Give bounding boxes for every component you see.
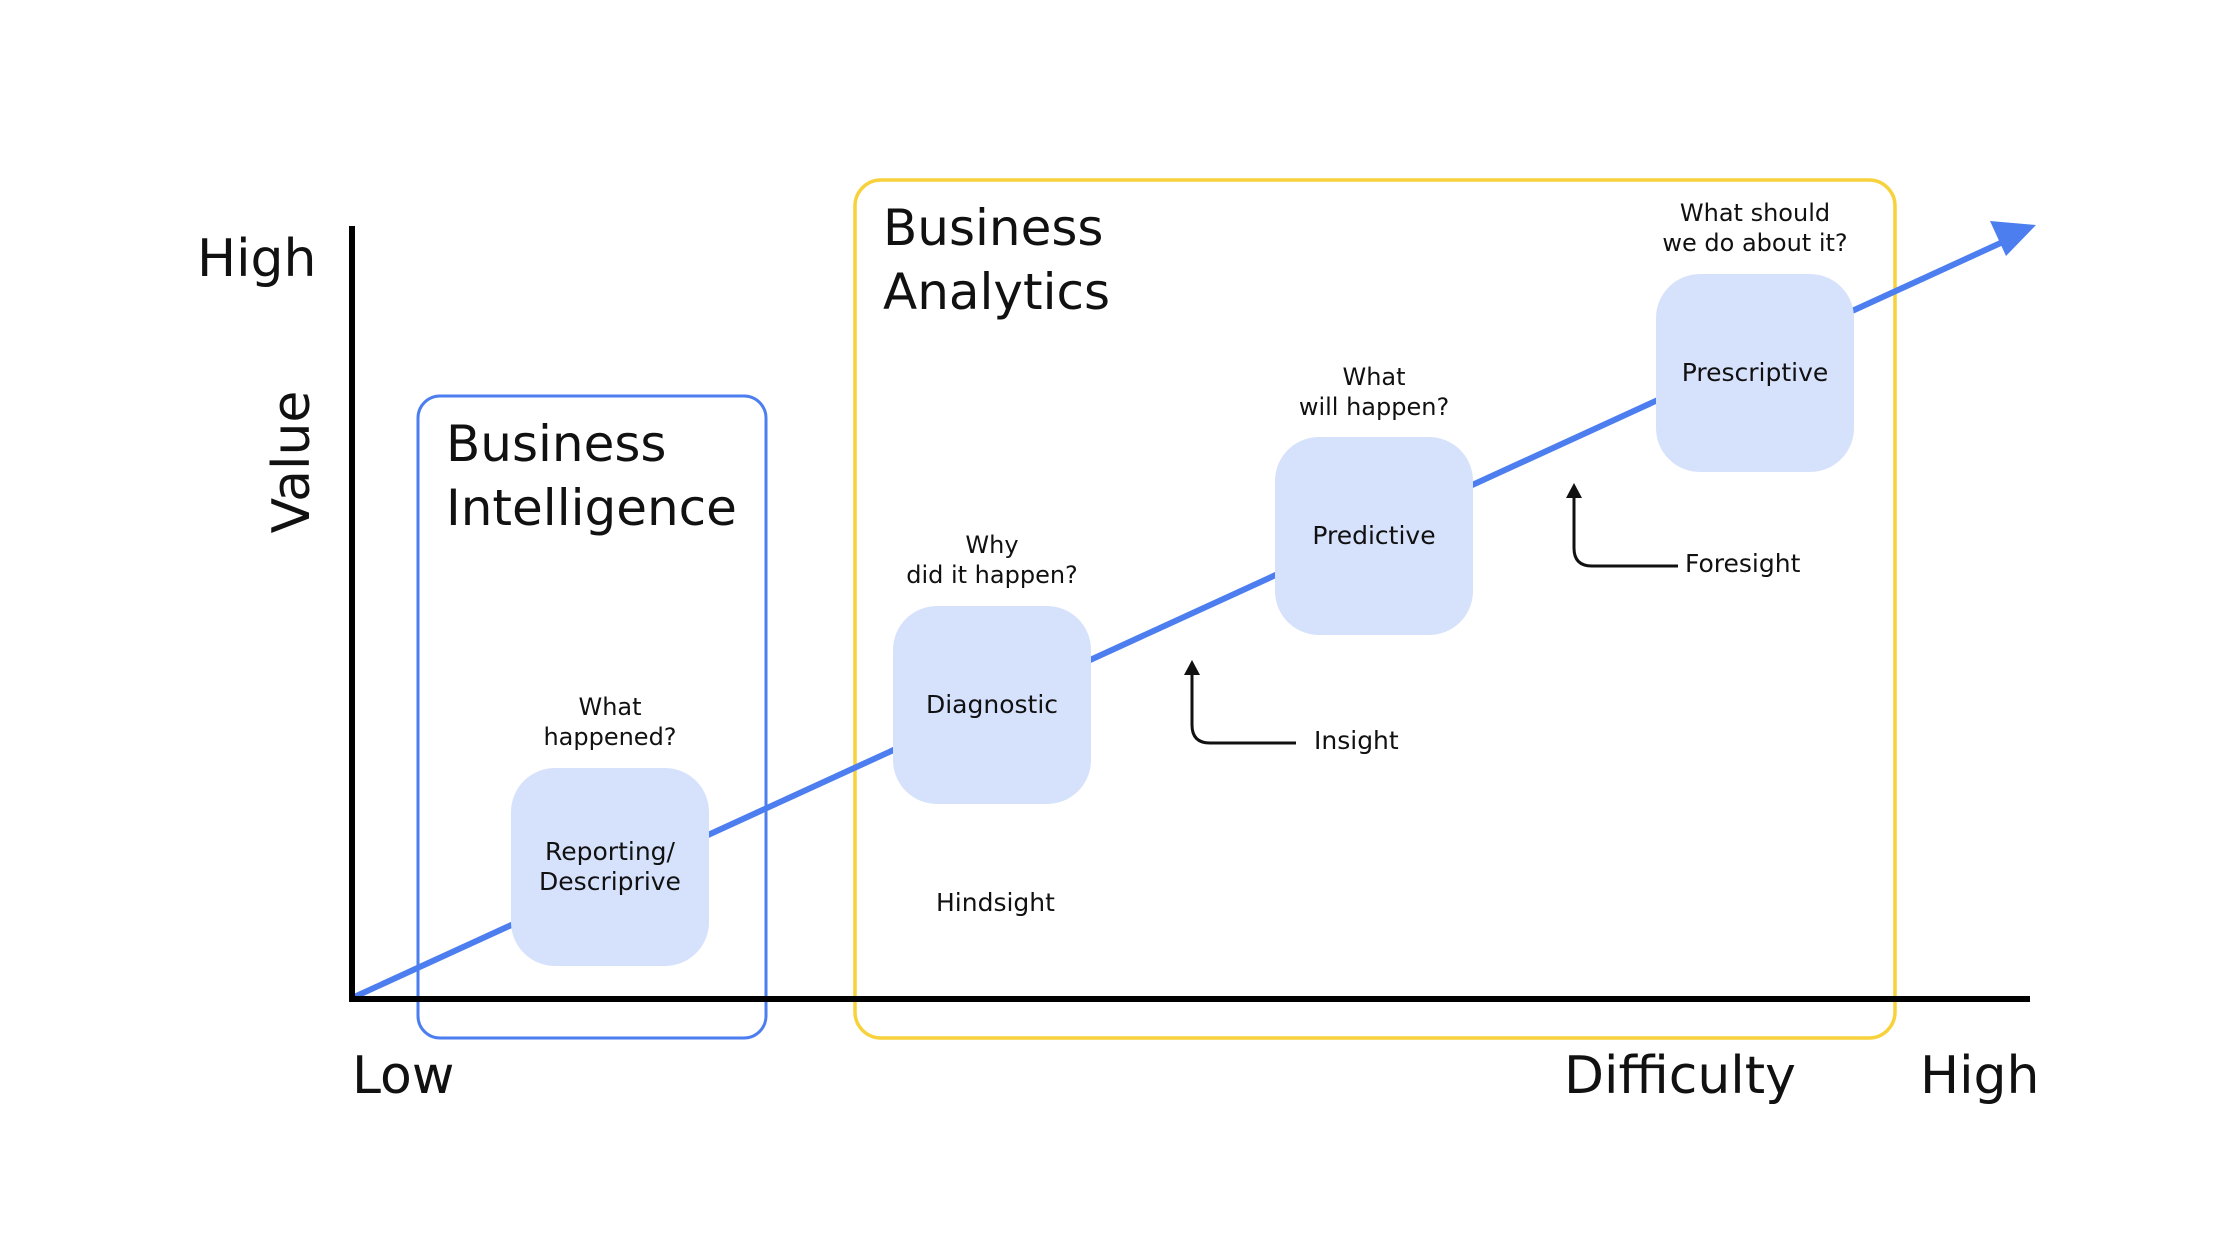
business-analytics-title: Business Analytics [883,196,1110,324]
prescriptive-question: What should we do about it? [1662,198,1847,258]
predictive-question: What will happen? [1299,362,1449,422]
business-intelligence-box [416,394,768,1040]
x-axis-low-label: Low [352,1046,455,1106]
prescriptive-stage-label: Prescriptive [1681,358,1829,387]
prescriptive-stage-box: Prescriptive [1656,274,1854,472]
diagnostic-stage-label: Diagnostic [925,690,1059,719]
prescriptive-question-line-1: What should [1679,199,1831,227]
x-axis-label: Difficulty [1564,1046,1796,1106]
insight-arrow [1190,672,1296,745]
y-axis-label: Value [262,390,322,534]
reporting-stage-label-line-1: Reporting/ [545,837,675,866]
trend-arrowhead-icon [1990,221,2036,256]
reporting-stage-label-line-2: Descriprive [539,867,681,896]
business-analytics-title-line-2: Analytics [883,263,1111,321]
foresight-label: Foresight [1685,549,1801,578]
business-analytics-title-line-1: Business [883,199,1104,257]
reporting-question: What happened? [543,692,676,752]
insight-arrowhead-icon [1184,660,1200,675]
predictive-question-line-1: What [1342,363,1406,391]
business-analytics-box [853,178,1897,1040]
predictive-stage-box: Predictive [1275,437,1473,635]
diagnostic-question: Why did it happen? [906,530,1078,590]
predictive-question-line-2: will happen? [1298,393,1450,421]
reporting-stage-box: Reporting/ Descriprive [511,768,709,966]
foresight-arrow [1572,495,1678,568]
hindsight-label: Hindsight [936,888,1055,917]
insight-label: Insight [1314,726,1399,755]
business-intelligence-title-line-1: Business [446,415,667,473]
business-intelligence-title-line-2: Intelligence [446,479,737,537]
predictive-stage-label: Predictive [1312,521,1436,550]
reporting-question-line-1: What [578,693,642,721]
foresight-arrowhead-icon [1566,483,1582,498]
prescriptive-question-line-2: we do about it? [1662,229,1848,257]
diagnostic-question-line-1: Why [965,531,1019,559]
diagnostic-question-line-2: did it happen? [906,561,1078,589]
reporting-question-line-2: happened? [543,723,677,751]
y-axis-high-label: High [197,229,317,289]
x-axis-high-label: High [1920,1046,2040,1106]
diagnostic-stage-box: Diagnostic [893,606,1091,804]
business-intelligence-title: Business Intelligence [446,412,737,540]
